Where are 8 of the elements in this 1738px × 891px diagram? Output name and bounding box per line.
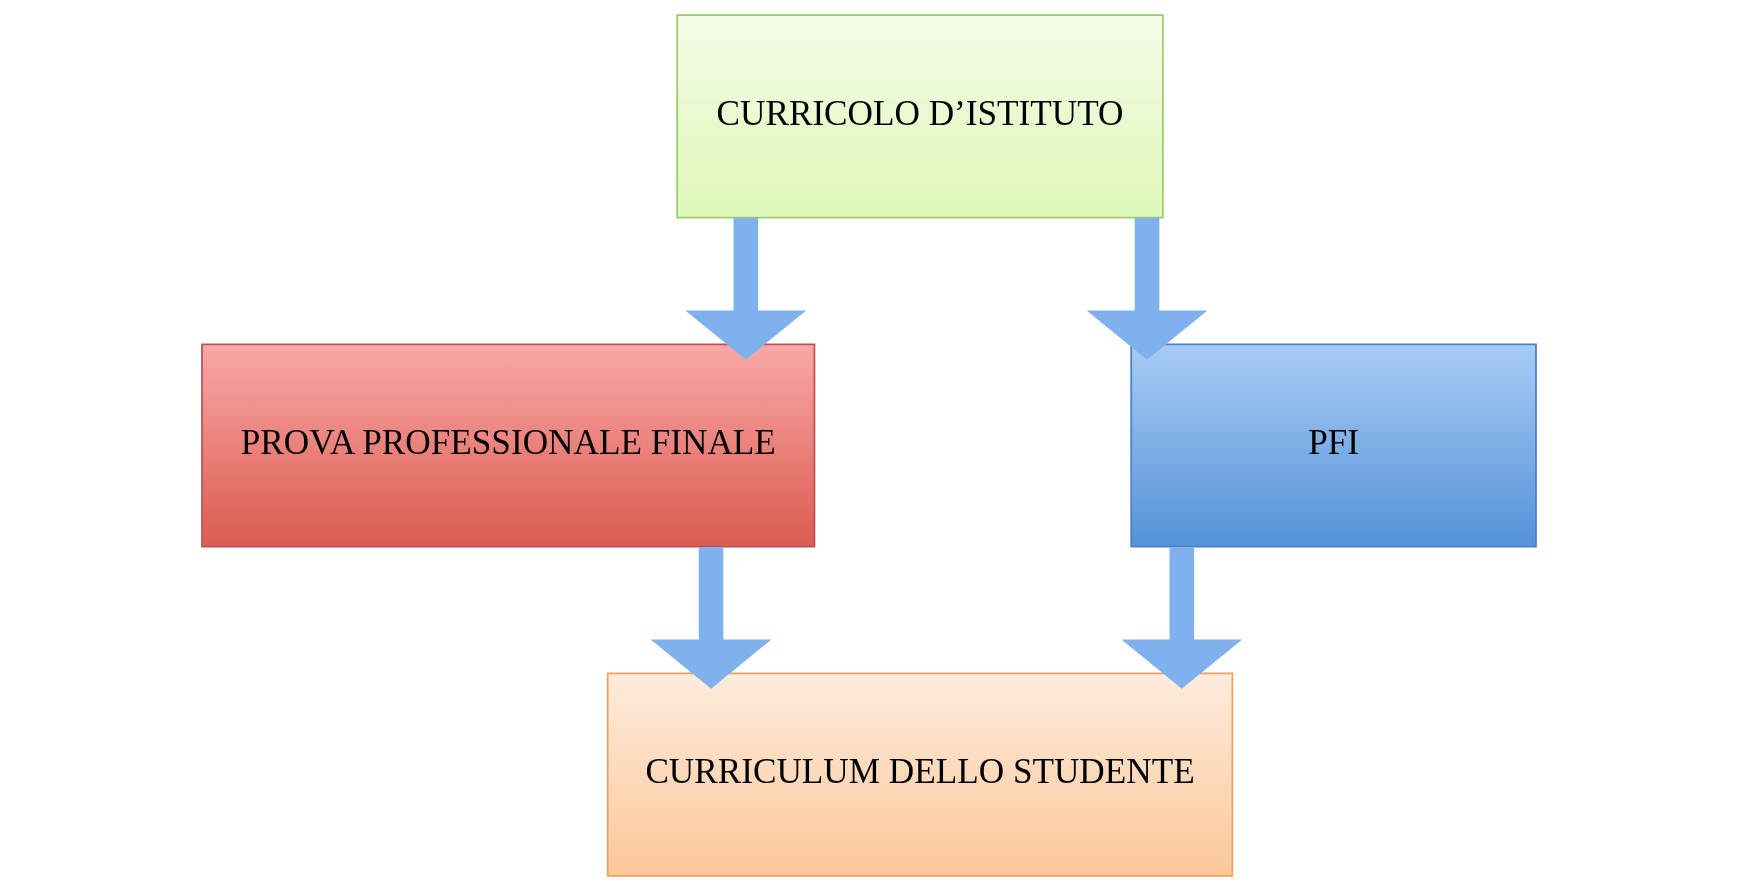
node-box: CURRICOLO D’ISTITUTO	[676, 14, 1164, 219]
arrow	[650, 546, 772, 689]
arrow	[1086, 217, 1208, 360]
arrow	[1121, 546, 1243, 689]
node-box: CURRICULUM DELLO STUDENTE	[606, 672, 1234, 877]
node-box: PROVA PROFESSIONALE FINALE	[201, 343, 816, 548]
arrow	[685, 217, 807, 360]
node-box: PFI	[1130, 343, 1537, 548]
